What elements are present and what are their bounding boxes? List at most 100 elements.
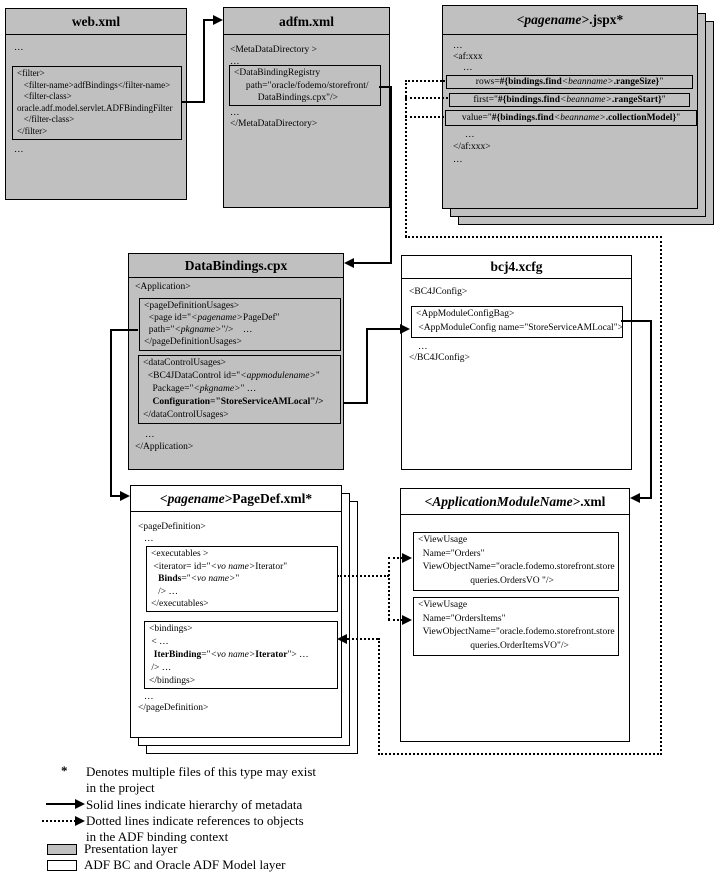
jspx-ellipsis-1: … [453, 41, 463, 51]
bc4j-xcfg-title: bcj4.xcfg [402, 256, 631, 279]
webxml-filter-element: <filter> <filter-name>adfBindings</filte… [12, 66, 182, 140]
el-first-expression: first="#{bindings.find<beanname>.rangeSt… [449, 93, 690, 107]
code-line: DataBindings.cpx"/> [234, 93, 338, 103]
dotted-jspx-to-bindings [378, 638, 380, 755]
dotted-executables-to-viewusage [388, 557, 390, 620]
viewusage-orders-element: <ViewUsage Name="Orders" ViewObjectName=… [413, 532, 619, 591]
code-line: <AppModuleConfig name="StoreServiceAMLoc… [416, 322, 623, 333]
appmodule-xml-box: <ApplicationModuleName>.xml <ViewUsage N… [400, 488, 630, 742]
dotted-jspx-value-stub [405, 116, 444, 118]
arrowhead-into-viewusage-orderitems [402, 615, 412, 625]
code-line: <filter-class> [17, 91, 72, 101]
line-cpx-to-xcfg [344, 402, 368, 404]
code-line: Name="OrdersItems" [418, 613, 506, 624]
jspx-ellipsis-2: … [463, 63, 473, 73]
appmodule-xml-title: <ApplicationModuleName>.xml [401, 489, 629, 515]
arrowhead-into-adfm [213, 15, 223, 25]
bc4j-xcfg-box: bcj4.xcfg <BC4JConfig> <AppModuleConfigB… [401, 255, 632, 470]
arrowhead-into-bindings [337, 634, 347, 644]
appmoduleconfigbag-element: <AppModuleConfigBag> <AppModuleConfig na… [411, 306, 623, 338]
arrowhead-into-appmoduleconfig [400, 324, 410, 334]
legend-dotted-arrow-icon [75, 816, 85, 826]
code-line: <executables > [151, 549, 209, 559]
pagedef-box: <pagename>PageDef.xml* <pageDefinition> … [130, 485, 342, 738]
bc4jconfig-open: <BC4JConfig> [409, 287, 468, 297]
code-line: <ViewUsage [418, 600, 468, 610]
code-line: path="<pkgname>"/> … [144, 325, 253, 335]
code-line: Configuration="StoreServiceAMLocal"/> [152, 397, 324, 407]
code-line: /> … [149, 663, 172, 673]
code-line: <AppModuleConfigBag> [416, 309, 515, 319]
dotted-executables-to-viewusage [388, 619, 403, 621]
legend-model-swatch [47, 860, 77, 871]
code-line: queries.OrdersVO "/> [418, 575, 554, 586]
webxml-ellipsis-bottom: … [14, 145, 24, 155]
line-webxml-to-adfm [203, 19, 205, 103]
code-line: IterBinding="<vo name>Iterator"> … [153, 650, 309, 660]
line-adfm-to-cpx [379, 86, 392, 88]
application-open: <Application> [135, 282, 191, 292]
code-line: /> … [151, 586, 178, 597]
line-adfm-to-cpx [390, 86, 392, 264]
code-line: <BC4JDataControl id="<appmodulename>" [143, 371, 320, 381]
code-line: <pageDefinitionUsages> [144, 301, 240, 311]
code-line: <page id="<pagename>PageDef" [144, 313, 280, 323]
pagedef-ellipsis-2: … [144, 692, 154, 702]
code-line: <ViewUsage [418, 535, 468, 545]
cpx-ellipsis: … [145, 430, 155, 440]
arrowhead-into-appmodule-xml [630, 493, 640, 503]
legend-solid-line-icon [46, 803, 76, 805]
code-line: <filter-name>adfBindings</filter-name> [17, 79, 171, 90]
webxml-title: web.xml [6, 9, 186, 35]
pagedef-title: <pagename>PageDef.xml* [131, 486, 341, 512]
code-line: <DataBindingRegistry [234, 68, 321, 78]
legend-solid-text: Solid lines indicate hierarchy of metada… [86, 797, 303, 812]
line-xcfg-to-appmodule [640, 497, 652, 499]
el-value-expression: value="#{bindings.find<beanname>.collect… [445, 110, 697, 126]
legend-star-text-2: in the project [86, 780, 155, 795]
legend-dotted-text-1: Dotted lines indicate references to obje… [86, 813, 304, 828]
jspx-title: <pagename>.jspx* [443, 6, 697, 35]
databindingregistry-element: <DataBindingRegistry path="oracle/fodemo… [229, 65, 381, 106]
arrowhead-into-databindings [344, 258, 354, 268]
code-line: <dataControlUsages> [143, 358, 227, 368]
application-close: </Application> [135, 442, 194, 452]
pagedefinition-close: </pageDefinition> [138, 703, 209, 713]
line-cpx-to-xcfg [366, 328, 401, 330]
code-line: Name="Orders" [418, 548, 485, 559]
code-line: </dataControlUsages> [143, 410, 229, 420]
legend-model-text: ADF BC and Oracle ADF Model layer [84, 857, 286, 872]
line-webxml-to-adfm [181, 101, 205, 103]
databindings-cpx-box: DataBindings.cpx <Application> <pageDefi… [128, 253, 344, 470]
dotted-jspx-rows-stub [405, 80, 445, 82]
code-line: Binds="<vo name>" [158, 574, 240, 584]
code-line: queries.OrderItemsVO"/> [418, 640, 569, 651]
dotted-jspx-to-bindings [405, 80, 407, 237]
webxml-box: web.xml … <filter> <filter-name>adfBindi… [5, 8, 187, 200]
metadatadirectory-close: </MetaDataDirectory> [230, 119, 318, 129]
dotted-jspx-first-stub [405, 97, 448, 99]
dotted-jspx-to-bindings [660, 236, 662, 755]
line-adfm-to-cpx [354, 262, 392, 264]
dotted-jspx-to-bindings [405, 236, 662, 238]
code-line: </filter> [17, 125, 48, 136]
adfm-ellipsis-1: … [230, 57, 240, 67]
code-line: <iterator= id="<vo name>Iterator" [151, 561, 288, 572]
bindings-element: <bindings> < … IterBinding="<vo name>Ite… [144, 621, 338, 689]
code-line: </filter-class> [17, 114, 75, 124]
viewusage-orderitems-element: <ViewUsage Name="OrdersItems" ViewObject… [413, 597, 619, 656]
line-webxml-to-adfm [203, 19, 214, 21]
code-line: < … [149, 637, 169, 647]
legend-star: * [61, 763, 68, 778]
pagedefinition-open: <pageDefinition> [138, 522, 206, 532]
webxml-ellipsis-top: … [14, 43, 24, 53]
code-line: <bindings> [149, 624, 193, 634]
el-rows-expression: rows=#{bindings.find<beanname>.rangeSize… [446, 75, 693, 89]
line-cpx-to-pagedef [110, 329, 112, 497]
legend-dotted-line-icon [42, 820, 76, 822]
code-line: path="oracle/fodemo/storefront/ [234, 80, 369, 91]
code-line: ViewObjectName="oracle.fodemo.storefront… [418, 562, 615, 572]
legend-presentation-text: Presentation layer [84, 841, 178, 856]
dotted-jspx-to-bindings [378, 753, 662, 755]
